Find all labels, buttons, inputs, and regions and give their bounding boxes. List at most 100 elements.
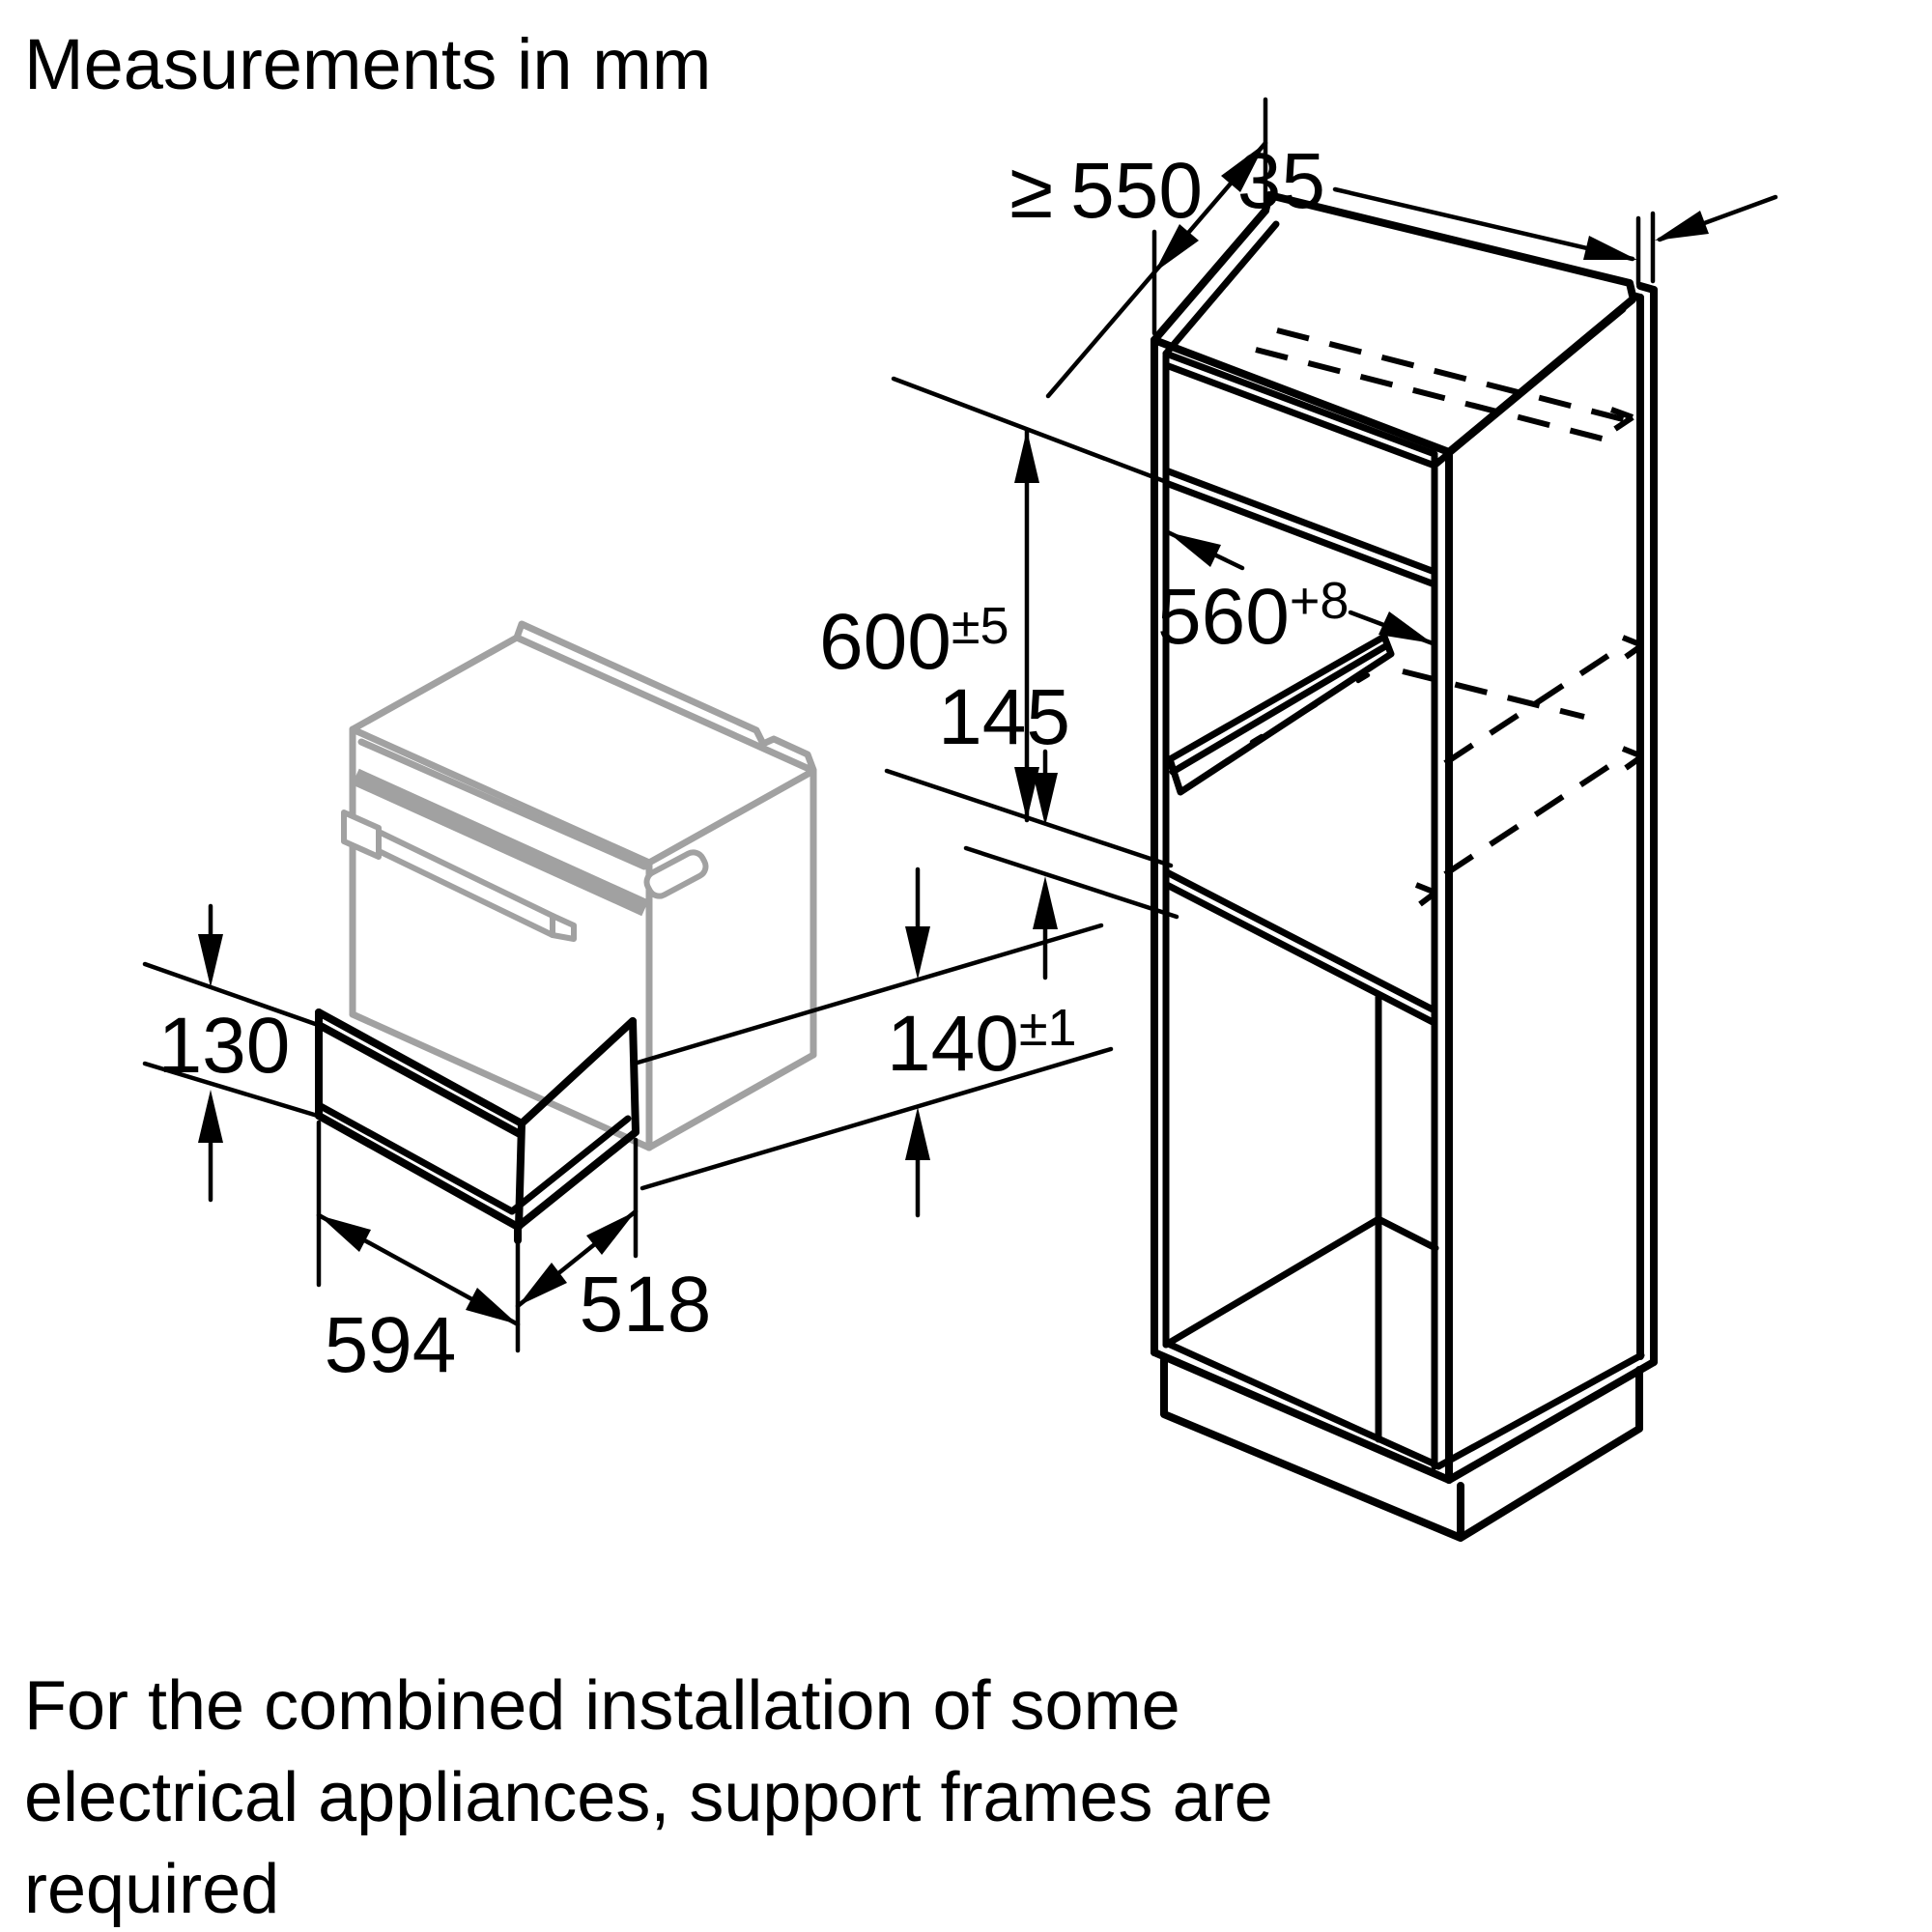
page-title: Measurements in mm: [24, 24, 711, 104]
dim-550-arrowhead-back: [1221, 143, 1265, 192]
dim-35-extension-lines: [1635, 211, 1656, 287]
caption-line-3: required: [24, 1851, 279, 1928]
dim-depth-518: 518: [515, 1137, 712, 1349]
bottom-front-edge-inner: [1162, 1339, 1439, 1468]
dim-140-arrowhead-up: [905, 1107, 930, 1160]
dim-drawer-niche-145: 145: [938, 673, 1179, 980]
dim-width-594: 594: [316, 1120, 521, 1389]
dim-145-arrowhead-up: [1033, 876, 1058, 929]
oven-front-bottom-edge: [349, 1010, 653, 1151]
oven-handle-tip: [550, 913, 577, 942]
shelf-upper-front-edge: [1162, 467, 1438, 588]
oven-top-right-edge: [645, 767, 817, 867]
bottom-right-edge-outer: [1445, 1358, 1658, 1484]
caption-line-2: electrical appliances, support frames ar…: [24, 1759, 1273, 1836]
dim-35-label: 35: [1237, 137, 1325, 225]
oven-handle-left-block: [341, 810, 382, 860]
interior-floor-edges: [1162, 1215, 1439, 1349]
dim-130-extension-bottom: [142, 1061, 324, 1120]
oven-top-left-edge: [349, 634, 521, 733]
oven-handle: [341, 810, 577, 942]
hidden-hook-top: [1609, 407, 1634, 432]
dim-560-value: 560: [1157, 573, 1290, 661]
hidden-edge-cross: [1402, 668, 1585, 720]
drawer-side-bottom-edge-inner: [508, 1115, 632, 1215]
dim-594-arrowhead-left: [319, 1215, 371, 1252]
top-front-edge: [1151, 336, 1453, 456]
dim-145-label: 145: [938, 673, 1070, 761]
interior-ceiling-edge: [1162, 350, 1438, 469]
dim-35-arrowhead-right: [1655, 211, 1709, 241]
dim-140-tolerance: ±1: [1019, 999, 1077, 1057]
dim-550-extension-lines: [1151, 97, 1268, 336]
dim-550-arrowhead-front: [1154, 224, 1199, 272]
dim-518-arrowhead-left: [518, 1263, 567, 1306]
top-back-rim: [1262, 191, 1644, 301]
hidden-edge-mid-b: [1443, 755, 1623, 877]
dim-oven-niche-600: 600±5: [819, 376, 1174, 868]
dim-600-label: 600±5: [819, 597, 1009, 686]
dim-600-arrowhead-down: [1014, 767, 1039, 820]
dim-130-extension-top: [142, 961, 324, 1029]
oven-top-back-edge: [513, 634, 817, 775]
dim-560-label: 560+8: [1157, 572, 1349, 661]
dim-560-arrowhead-left: [1168, 532, 1221, 567]
oven-illustration: [341, 620, 817, 1151]
dim-140-value: 140: [887, 1000, 1019, 1088]
dim-140-extension-bottom: [639, 1046, 1114, 1191]
dim-600-value: 600: [819, 598, 952, 686]
hidden-edge-mid-a: [1443, 644, 1623, 766]
plinth-outline: [1160, 1356, 1643, 1542]
dim-140-arrowhead-down: [905, 926, 930, 980]
dim-130-label: 130: [158, 1002, 291, 1090]
cabinet-interior: [1162, 350, 1439, 1443]
dim-rear-gap-35: 35: [1237, 137, 1778, 287]
drawer-top-edge: [315, 1009, 526, 1138]
drawer-back-right-edge: [629, 1017, 639, 1136]
cabinet-carcass: [1151, 191, 1658, 1484]
drawer-side-top-edge: [518, 1017, 637, 1127]
dim-35-arrowhead-left: [1583, 236, 1637, 260]
hidden-edge-top-b: [1255, 347, 1610, 443]
top-left-edge-inner: [1162, 220, 1280, 357]
dim-550-label: ≥550: [1009, 147, 1203, 235]
support-rail-holes: [1249, 672, 1371, 745]
dim-518-label: 518: [580, 1261, 712, 1349]
dim-drawer-front-130: 130: [142, 903, 324, 1203]
dim-130-arrowhead-up: [198, 1090, 223, 1143]
dim-560-arrowhead-right: [1378, 611, 1433, 643]
shelf-lower-front-edge: [1163, 868, 1438, 1027]
drawer-bottom-edge-inner: [315, 1101, 516, 1215]
drawer-side-bottom-edge-outer: [514, 1128, 639, 1231]
dim-niche-front-140: 140±1: [635, 867, 1114, 1218]
oven-top-rim: [513, 620, 817, 774]
dim-140-label: 140±1: [887, 999, 1077, 1088]
hidden-edge-top-a: [1276, 327, 1632, 424]
dim-min-depth-550: ≥550: [1009, 97, 1268, 399]
bottom-right-edge-inner: [1435, 1351, 1645, 1470]
dim-600-tolerance: ±5: [952, 597, 1009, 655]
dim-594-arrowhead-right: [466, 1288, 518, 1324]
support-rail: [1166, 633, 1395, 796]
drawer-front-right-edge: [515, 1120, 526, 1231]
dim-600-arrowhead-up: [1014, 430, 1039, 483]
oven-side-grip-recess: [643, 849, 709, 899]
oven-top-front-edge-inner: [357, 738, 648, 870]
support-rail-outline: [1166, 633, 1395, 796]
top-right-edge-inner: [1433, 305, 1627, 468]
drawer-bottom-edge-outer: [315, 1112, 522, 1231]
dim-35-leader-left: [1332, 186, 1635, 262]
dim-594-label: 594: [325, 1301, 457, 1389]
dim-550-value: 550: [1070, 147, 1203, 235]
dim-550-symbol: ≥: [1009, 147, 1053, 235]
oven-side-bottom-edge: [645, 1051, 817, 1151]
dim-145-arrowhead-down: [1033, 773, 1058, 826]
bottom-front-edge-outer: [1151, 1349, 1453, 1484]
cabinet-illustration: [1151, 191, 1658, 1542]
top-left-edge-outer: [1151, 207, 1269, 344]
dim-niche-width-560: 560+8: [1157, 529, 1435, 661]
dim-518-arrowhead-right: [586, 1211, 636, 1255]
caption-line-1: For the combined installation of some: [24, 1667, 1180, 1745]
